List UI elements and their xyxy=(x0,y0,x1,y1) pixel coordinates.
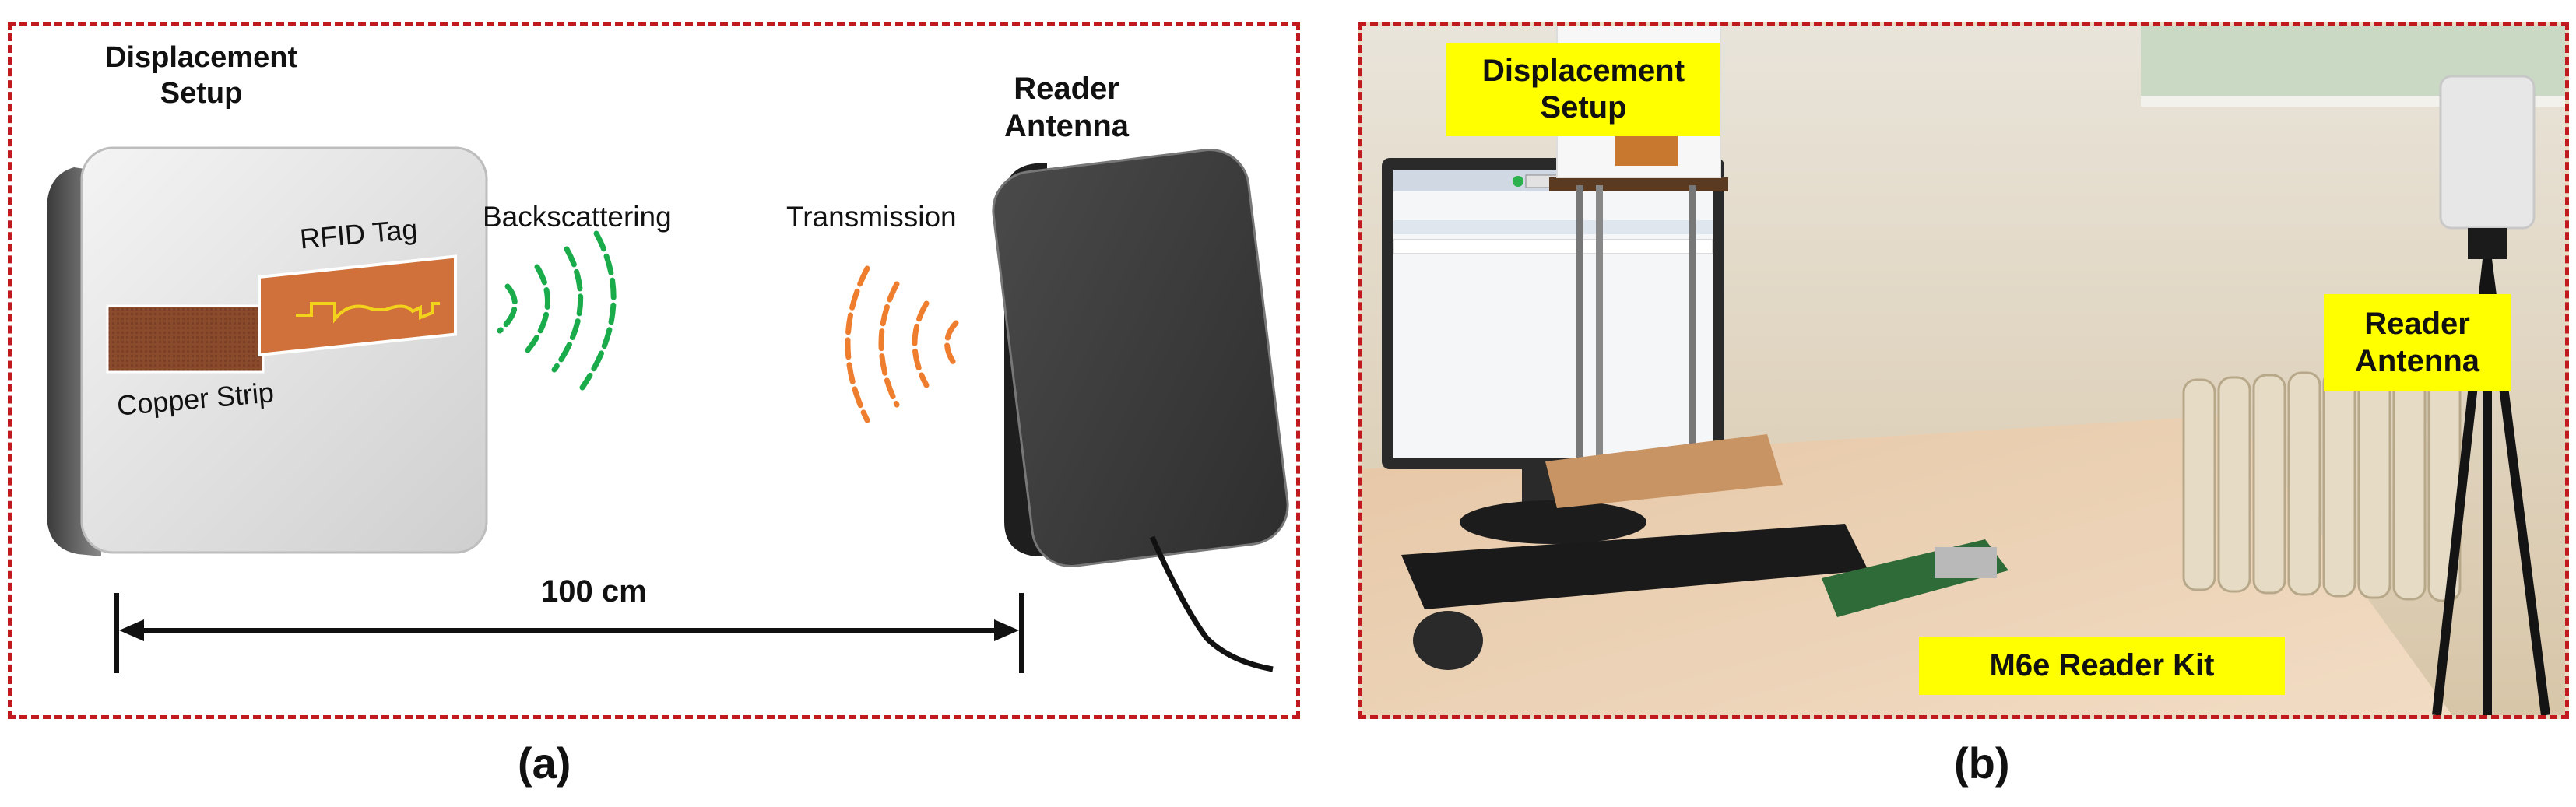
copper-strip xyxy=(106,304,265,374)
backscatter-waves xyxy=(497,230,617,391)
reader-antenna-label: Reader Antenna xyxy=(1004,72,1129,143)
backscattering-label: Backscattering xyxy=(483,201,672,233)
antenna-device xyxy=(992,149,1289,567)
rfid-tag xyxy=(258,254,457,357)
reader-kit-tag: M6e Reader Kit xyxy=(1919,637,2285,695)
transmission-label: Transmission xyxy=(786,201,957,233)
transmission-waves xyxy=(845,265,959,423)
panel-a-caption: (a) xyxy=(518,739,571,788)
panel-a-frame xyxy=(8,22,1300,719)
reader-antenna-tag: Reader Antenna xyxy=(2324,294,2511,391)
displacement-setup-tag: Displacement Setup xyxy=(1446,43,1720,136)
displacement-setup-label: Displacement Setup xyxy=(105,41,298,110)
panel-b-caption: (b) xyxy=(1954,739,2010,788)
distance-arrow xyxy=(114,593,1024,673)
antenna-cable xyxy=(1149,535,1274,672)
distance-label: 100 cm xyxy=(541,574,647,609)
